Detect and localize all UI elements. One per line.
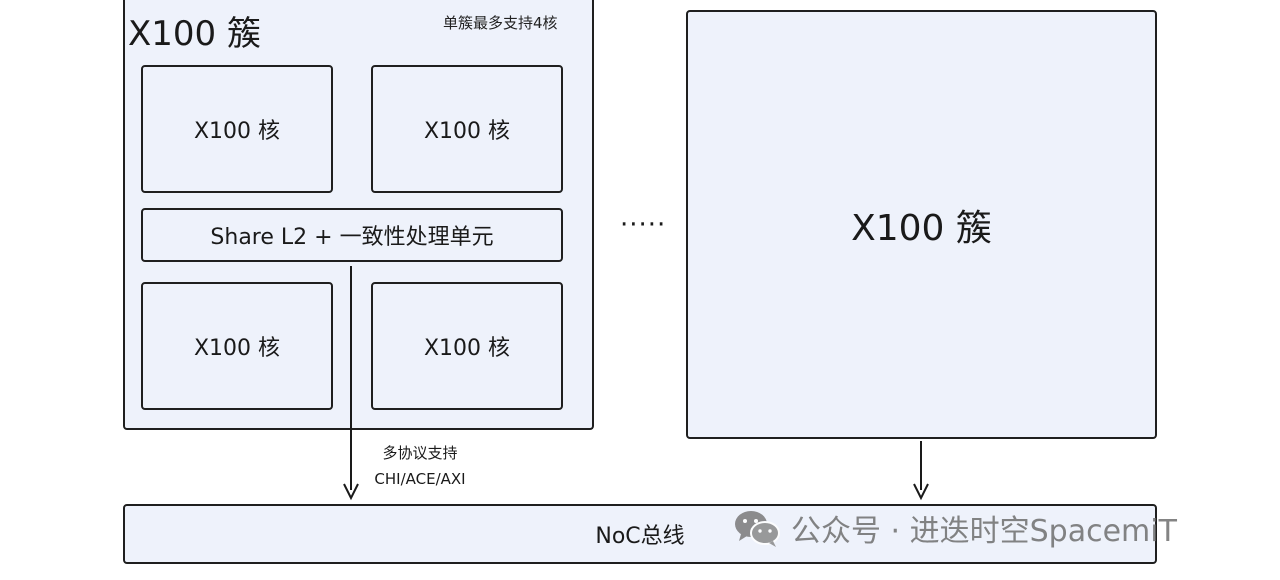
core-box: X100 核 [371,282,563,410]
cluster-right-title: X100 簇 [851,207,992,249]
cluster-left-note: 单簇最多支持4核 [443,14,558,32]
protocol-line-1: 多协议支持 [382,444,458,462]
arrow-right-cluster-to-noc [913,441,929,501]
wechat-icon [735,511,780,547]
cluster-left-title: X100 簇 [128,14,261,54]
cluster-right: X100 簇 [686,10,1157,439]
core-label: X100 核 [193,119,281,144]
core-box: X100 核 [371,65,563,193]
core-box: X100 核 [141,282,333,410]
core-label: X100 核 [423,119,511,144]
core-label: X100 核 [193,336,281,361]
watermark: 公众号 · 进迭时空SpacemiT [733,506,1177,550]
noc-bus-label: NoC总线 [595,524,685,549]
noc-bus: NoC总线 [123,504,1157,564]
l2-coherency-unit: Share L2 + 一致性处理单元 [141,208,563,262]
protocol-line-2: CHI/ACE/AXI [374,470,466,488]
protocol-label: 多协议支持 CHI/ACE/AXI [360,440,480,492]
l2-unit-label: Share L2 + 一致性处理单元 [210,225,494,250]
ellipsis: ····· [620,210,667,240]
core-label: X100 核 [423,336,511,361]
watermark-text: 公众号 · 进迭时空SpacemiT [791,514,1177,549]
core-box: X100 核 [141,65,333,193]
